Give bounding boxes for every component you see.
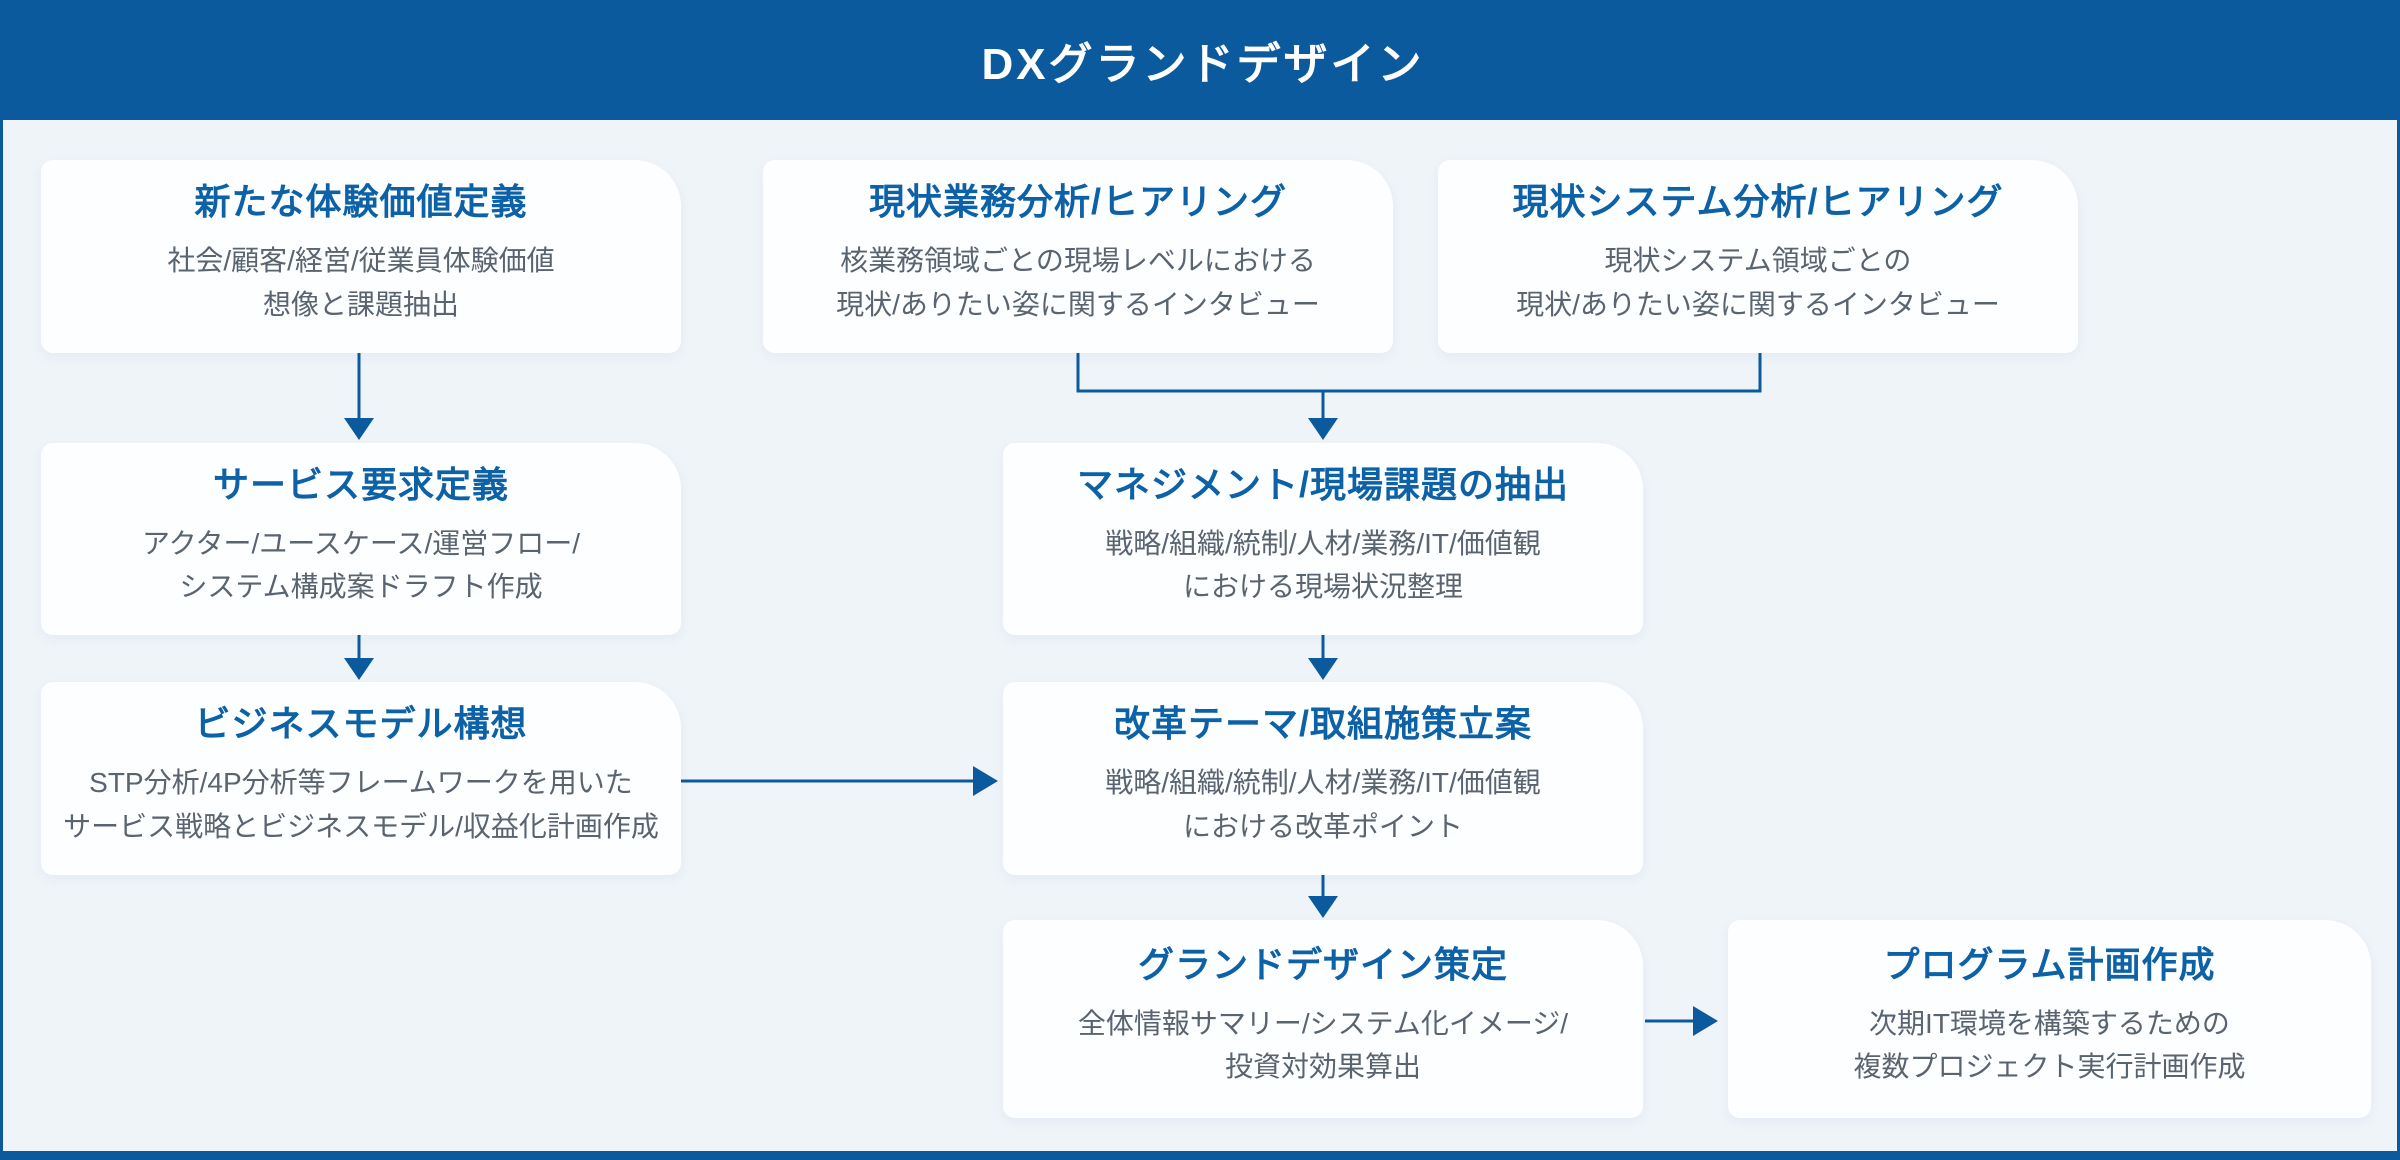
card-body: 戦略/組織/統制/人材/業務/IT/価値観 における現場状況整理 [1105,527,1541,602]
card-title: マネジメント/現場課題の抽出 [1076,463,1569,505]
arrow-issue-extraction-to-reform-theme [1308,635,1338,680]
arrow-grand-design-to-program-plan [1645,1006,1718,1036]
card-body: STP分析/4P分析等フレームワークを用いた サービス戦略とビジネスモデル/収益… [63,767,659,842]
card-management-field-issue-extraction: マネジメント/現場課題の抽出 戦略/組織/統制/人材/業務/IT/価値観 におけ… [1003,443,1643,635]
card-service-requirements-definition: サービス要求定義 アクター/ユースケース/運営フロー/ システム構成案ドラフト作… [41,443,681,635]
card-current-business-analysis-hearing: 現状業務分析/ヒアリング 核業務領域ごとの現場レベルにおける 現状/ありたい姿に… [763,160,1393,353]
card-title: 改革テーマ/取組施策立案 [1113,703,1532,745]
card-title: グランドデザイン策定 [1137,943,1508,985]
card-title: 現状業務分析/ヒアリング [868,181,1287,223]
card-body: 現状システム領域ごとの 現状/ありたい姿に関するインタビュー [1516,245,2000,320]
card-grand-design-formulation: グランドデザイン策定 全体情報サマリー/システム化イメージ/ 投資対効果算出 [1003,920,1643,1118]
arrow-experience-to-service-requirements [344,353,374,440]
card-body: 全体情報サマリー/システム化イメージ/ 投資対効果算出 [1077,1007,1569,1082]
arrow-business-model-to-reform-theme [681,766,998,796]
arrow-reform-theme-to-grand-design [1308,875,1338,918]
card-reform-theme-measure-planning: 改革テーマ/取組施策立案 戦略/組織/統制/人材/業務/IT/価値観 における改… [1003,682,1643,875]
card-body: アクター/ユースケース/運営フロー/ システム構成案ドラフト作成 [141,527,581,602]
card-new-experience-value-definition: 新たな体験価値定義 社会/顧客/経営/従業員体験価値 想像と課題抽出 [41,160,681,353]
card-body: 次期IT環境を構築するための 複数プロジェクト実行計画作成 [1853,1007,2246,1082]
card-body: 戦略/組織/統制/人材/業務/IT/価値観 における改革ポイント [1105,767,1541,842]
card-business-model-concept: ビジネスモデル構想 STP分析/4P分析等フレームワークを用いた サービス戦略と… [41,682,681,875]
card-body: 社会/顧客/経営/従業員体験価値 想像と課題抽出 [167,245,555,320]
card-title: サービス要求定義 [212,463,509,505]
diagram-title: DXグランドデザイン [981,40,1425,89]
card-title: ビジネスモデル構想 [194,703,528,745]
arrow-merge-analysis-to-issue-extraction [1076,353,1762,440]
card-title: 現状システム分析/ヒアリング [1512,181,2004,223]
card-current-system-analysis-hearing: 現状システム分析/ヒアリング 現状システム領域ごとの 現状/ありたい姿に関するイ… [1438,160,2078,353]
arrow-service-requirements-to-business-model [344,635,374,680]
diagram-header: DXグランドデザイン [3,0,2397,120]
card-program-plan-creation: プログラム計画作成 次期IT環境を構築するための 複数プロジェクト実行計画作成 [1728,920,2371,1118]
card-body: 核業務領域ごとの現場レベルにおける 現状/ありたい姿に関するインタビュー [836,245,1320,320]
card-title: 新たな体験価値定義 [194,181,528,223]
bottom-accent-bar [3,1151,2397,1160]
card-title: プログラム計画作成 [1883,943,2216,985]
